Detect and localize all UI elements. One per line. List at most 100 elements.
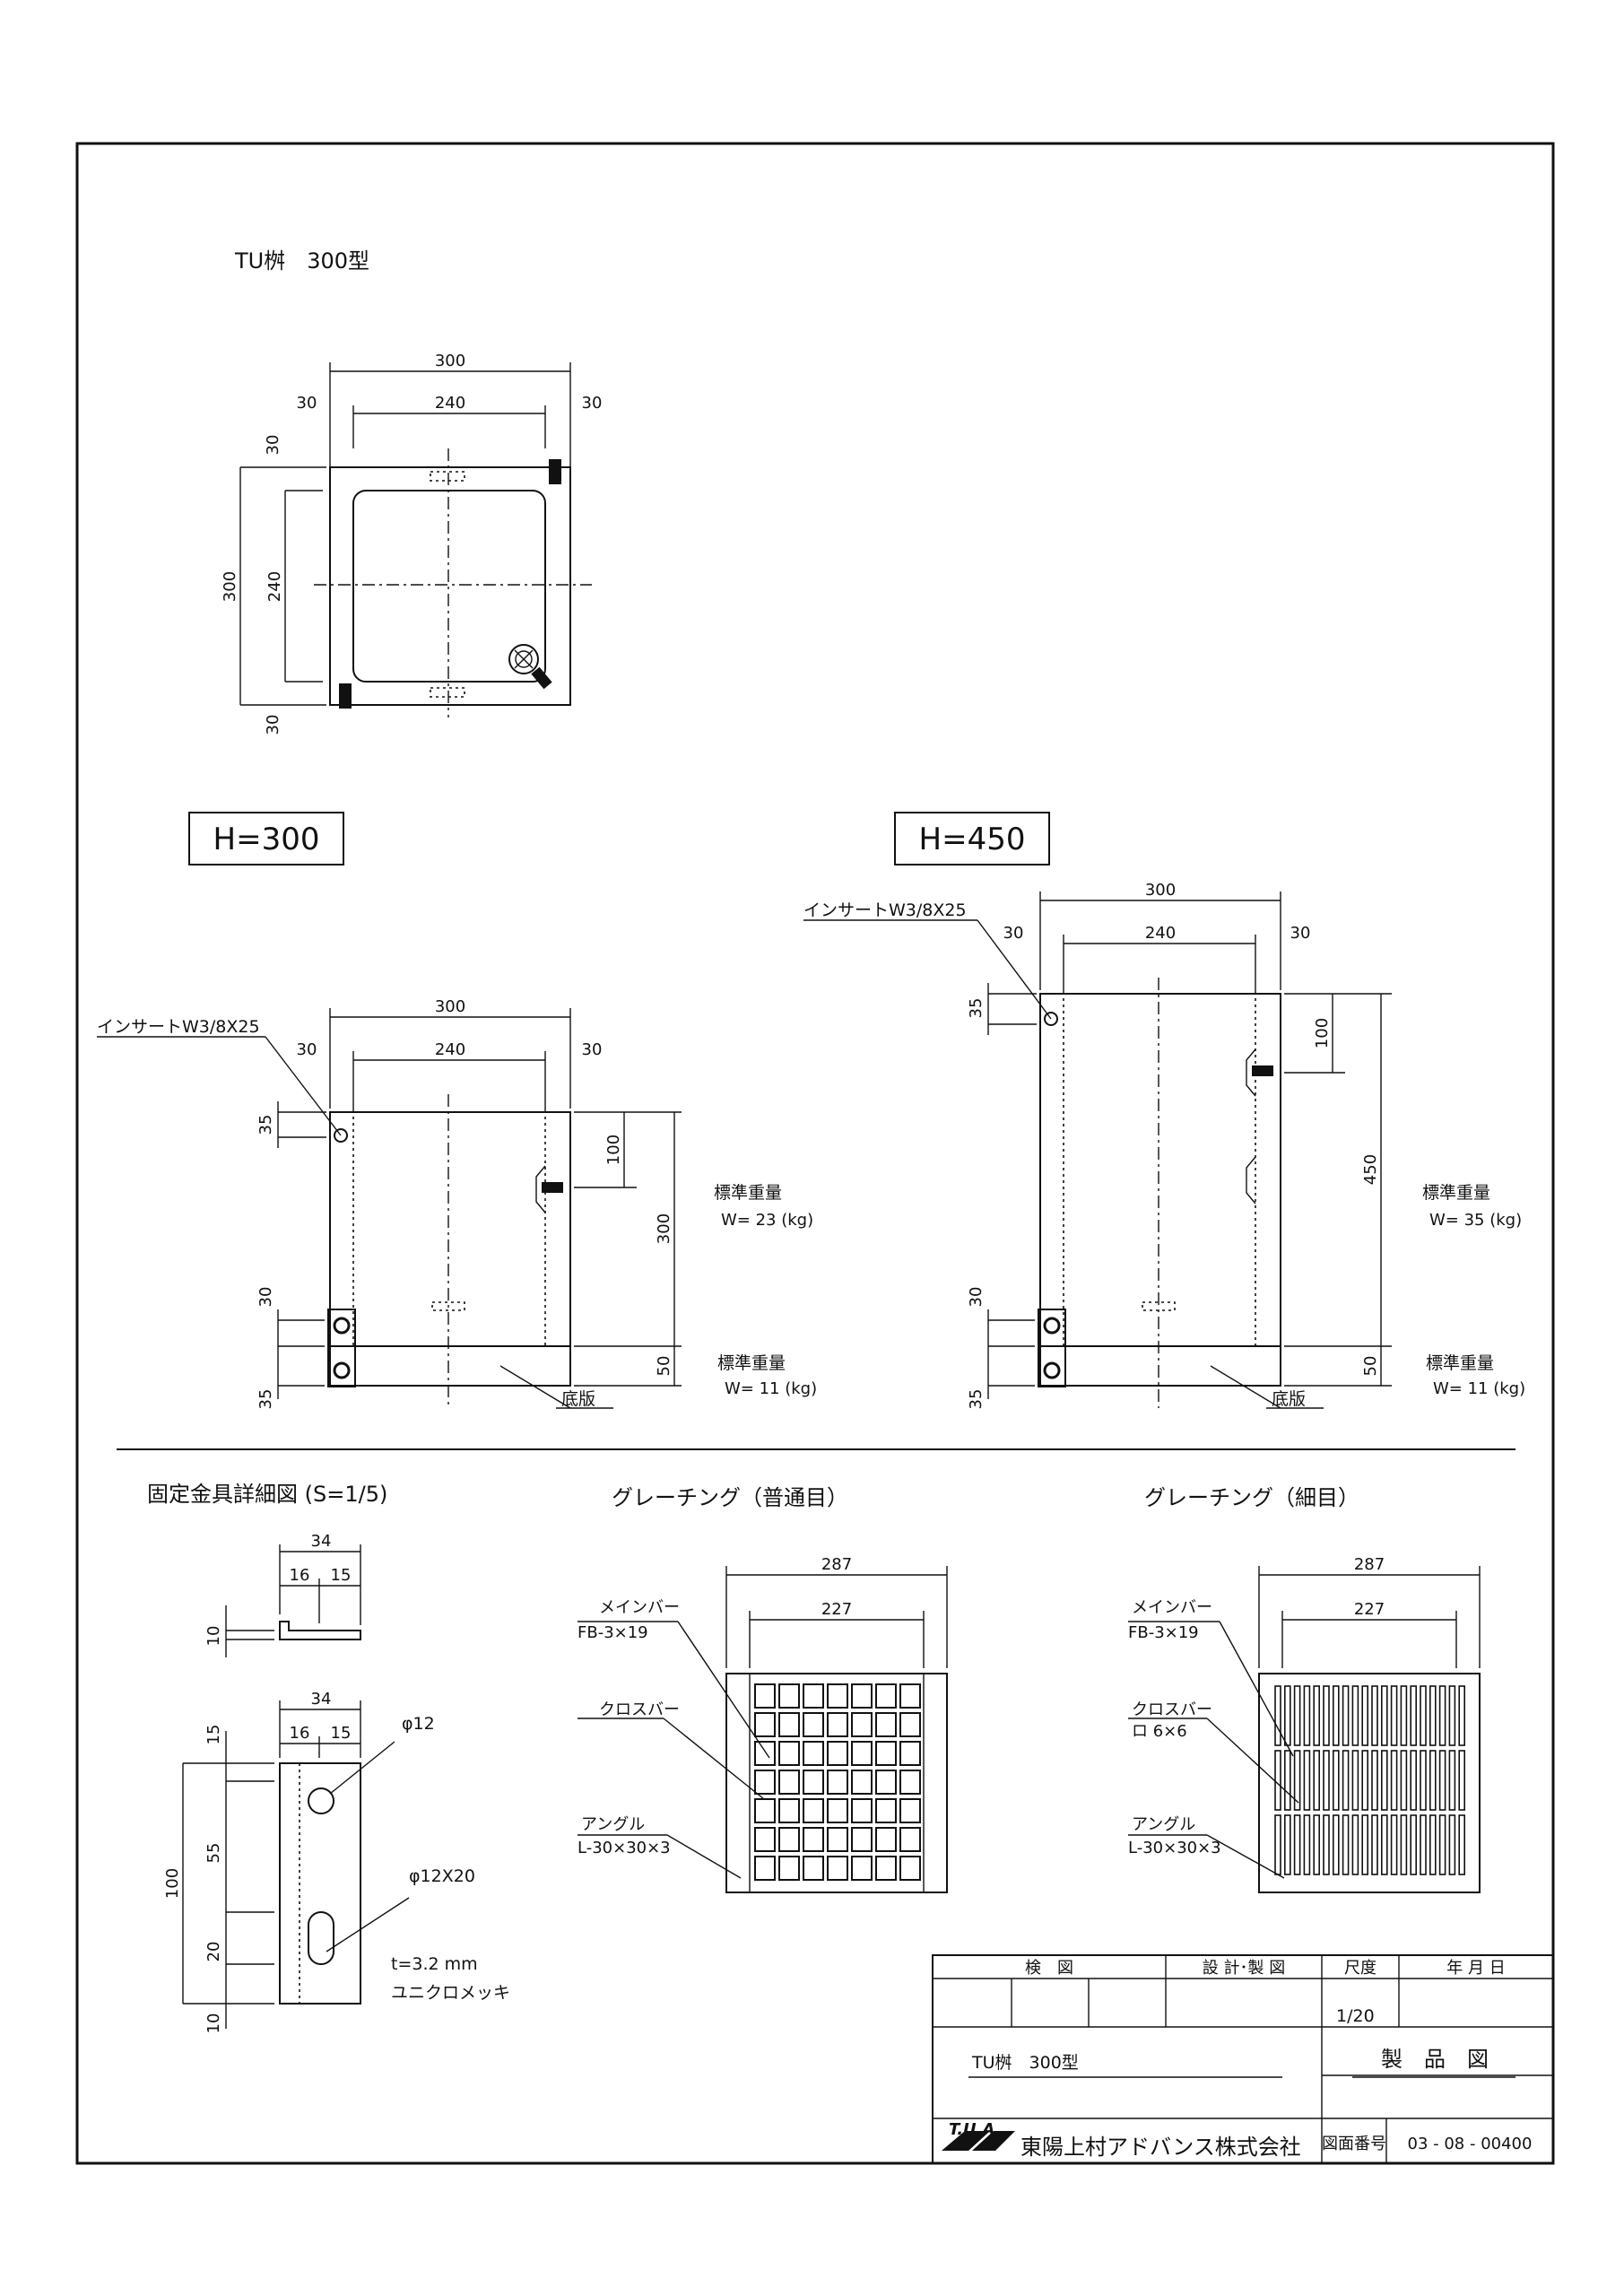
grating-fine-bar xyxy=(1284,1750,1291,1811)
grating-fine-bar xyxy=(1438,1814,1446,1875)
grating-normal-cell xyxy=(827,1827,848,1852)
drawing-title: TU桝 300型 xyxy=(234,248,369,274)
grating-normal-cell xyxy=(778,1770,800,1795)
grating-normal-angle-spec: L-30×30×3 xyxy=(578,1839,671,1857)
grating-normal-cell xyxy=(778,1856,800,1881)
grating-fine-bar xyxy=(1371,1814,1378,1875)
h450-dim-base: 50 xyxy=(1361,1356,1380,1377)
grating-normal-cell xyxy=(875,1798,897,1823)
grating-normal-cell xyxy=(875,1712,897,1737)
fixing-dim-left: 16 xyxy=(290,1724,310,1743)
h300-elevation xyxy=(97,1008,682,1409)
h450-dim-fix-b: 35 xyxy=(967,1389,986,1410)
grating-fine-bar xyxy=(1400,1685,1408,1746)
grating-fine-inner: 227 xyxy=(1354,1600,1385,1619)
h300-dim-fix-a: 30 xyxy=(256,1287,275,1308)
plan-dim-total: 300 xyxy=(435,352,465,370)
h300-dim-fix-b: 35 xyxy=(256,1389,275,1410)
h300-weight-label: 標準重量 xyxy=(714,1183,782,1203)
h450-label-box xyxy=(894,812,1050,865)
grating-normal-cell xyxy=(778,1741,800,1766)
grating-normal-angle-label: アングル xyxy=(581,1815,645,1834)
grating-normal-cell xyxy=(827,1798,848,1823)
grating-normal-cell xyxy=(899,1683,921,1709)
grating-normal-cell xyxy=(851,1798,873,1823)
h450-dim-fix-a: 30 xyxy=(967,1287,986,1308)
grating-fine-bar xyxy=(1284,1685,1291,1746)
grating-normal-cell xyxy=(899,1770,921,1795)
grating-normal-cell xyxy=(827,1770,848,1795)
grating-normal-cell xyxy=(803,1798,824,1823)
grating-fine-bar xyxy=(1323,1750,1330,1811)
grating-normal-cell xyxy=(851,1741,873,1766)
h300-dim-bolt-depth: 100 xyxy=(604,1135,623,1165)
fixing-dim-top: 15 xyxy=(204,1725,223,1745)
plan-dim-top: 30 xyxy=(264,435,282,456)
grating-fine-drawing xyxy=(1128,1566,1481,1893)
grating-fine-bar xyxy=(1342,1685,1350,1746)
fixing-dim-total: 100 xyxy=(163,1868,182,1899)
h450-weight-base-label: 標準重量 xyxy=(1426,1353,1494,1373)
grating-normal-cell xyxy=(803,1856,824,1881)
grating-fine-angle-spec: L-30×30×3 xyxy=(1128,1839,1221,1857)
fixing-dim-right: 15 xyxy=(331,1724,352,1743)
grating-normal-cell xyxy=(875,1856,897,1881)
grating-fine-bar xyxy=(1313,1750,1320,1811)
h300-dim-total: 300 xyxy=(435,997,465,1016)
grating-normal-inner: 227 xyxy=(821,1600,852,1619)
plan-dim-bottom: 30 xyxy=(264,715,282,735)
grating-normal-cell xyxy=(899,1712,921,1737)
grating-fine-bar xyxy=(1323,1685,1330,1746)
grating-normal-cell xyxy=(754,1827,776,1852)
plan-dim-side-left: 30 xyxy=(297,394,317,413)
grating-normal-cell xyxy=(827,1741,848,1766)
grating-fine-bar xyxy=(1342,1814,1350,1875)
grating-normal-cell xyxy=(851,1856,873,1881)
fixing-detail-title: 固定金具詳細図 (S=1/5) xyxy=(147,1482,387,1507)
grating-normal-outer: 287 xyxy=(821,1555,852,1574)
grating-fine-bar xyxy=(1333,1685,1340,1746)
fixing-dim-right-side: 15 xyxy=(331,1566,352,1585)
grating-fine-title: グレーチング（細目） xyxy=(1144,1485,1359,1510)
grating-normal-cell xyxy=(875,1770,897,1795)
grating-fine-bar xyxy=(1284,1814,1291,1875)
grating-fine-bar xyxy=(1303,1685,1311,1746)
grating-normal-cell xyxy=(899,1827,921,1852)
grating-normal-cell xyxy=(875,1683,897,1709)
grating-fine-bar xyxy=(1458,1685,1465,1746)
grating-normal-cell xyxy=(778,1683,800,1709)
fixing-dim-thick: 10 xyxy=(204,1626,223,1647)
grating-fine-bar xyxy=(1458,1814,1465,1875)
grating-fine-angle-label: アングル xyxy=(1132,1815,1195,1834)
h450-weight-body: W= 35 (kg) xyxy=(1429,1211,1522,1230)
tb-number: 03 - 08 - 00400 xyxy=(1408,2135,1533,2153)
grating-normal-cell xyxy=(899,1856,921,1881)
grating-fine-bar xyxy=(1381,1814,1388,1875)
fixing-hole-label: φ12 xyxy=(402,1714,435,1734)
h450-label: H=450 xyxy=(919,822,1026,857)
tb-check: 検 図 xyxy=(1025,1959,1073,1978)
grating-normal-cell xyxy=(803,1712,824,1737)
h300-dim-height: 300 xyxy=(655,1213,673,1244)
grating-fine-bar xyxy=(1429,1814,1437,1875)
h300-dim-side-left: 30 xyxy=(297,1040,317,1059)
grating-fine-bar xyxy=(1400,1750,1408,1811)
fixing-slot-label: φ12X20 xyxy=(409,1866,475,1886)
grating-fine-bar xyxy=(1293,1685,1301,1746)
h450-elevation xyxy=(803,891,1392,1409)
plan-view xyxy=(239,362,592,718)
tb-drawing-type: 製 品 図 xyxy=(1381,2047,1489,2072)
grating-normal-cell xyxy=(754,1683,776,1709)
grating-fine-cross-bar-label: クロスバー xyxy=(1132,1700,1212,1719)
fixing-dim-width-side: 34 xyxy=(311,1532,332,1551)
tb-date-label: 年 月 日 xyxy=(1446,1959,1505,1978)
plan-dim-inner-height: 240 xyxy=(265,571,284,602)
grating-fine-bar xyxy=(1333,1814,1340,1875)
grating-fine-bar xyxy=(1274,1750,1281,1811)
grating-fine-bar xyxy=(1293,1750,1301,1811)
grating-fine-bar xyxy=(1390,1750,1398,1811)
grating-fine-bar xyxy=(1293,1814,1301,1875)
grating-fine-bar xyxy=(1323,1814,1330,1875)
h300-weight-base: W= 11 (kg) xyxy=(725,1379,817,1398)
